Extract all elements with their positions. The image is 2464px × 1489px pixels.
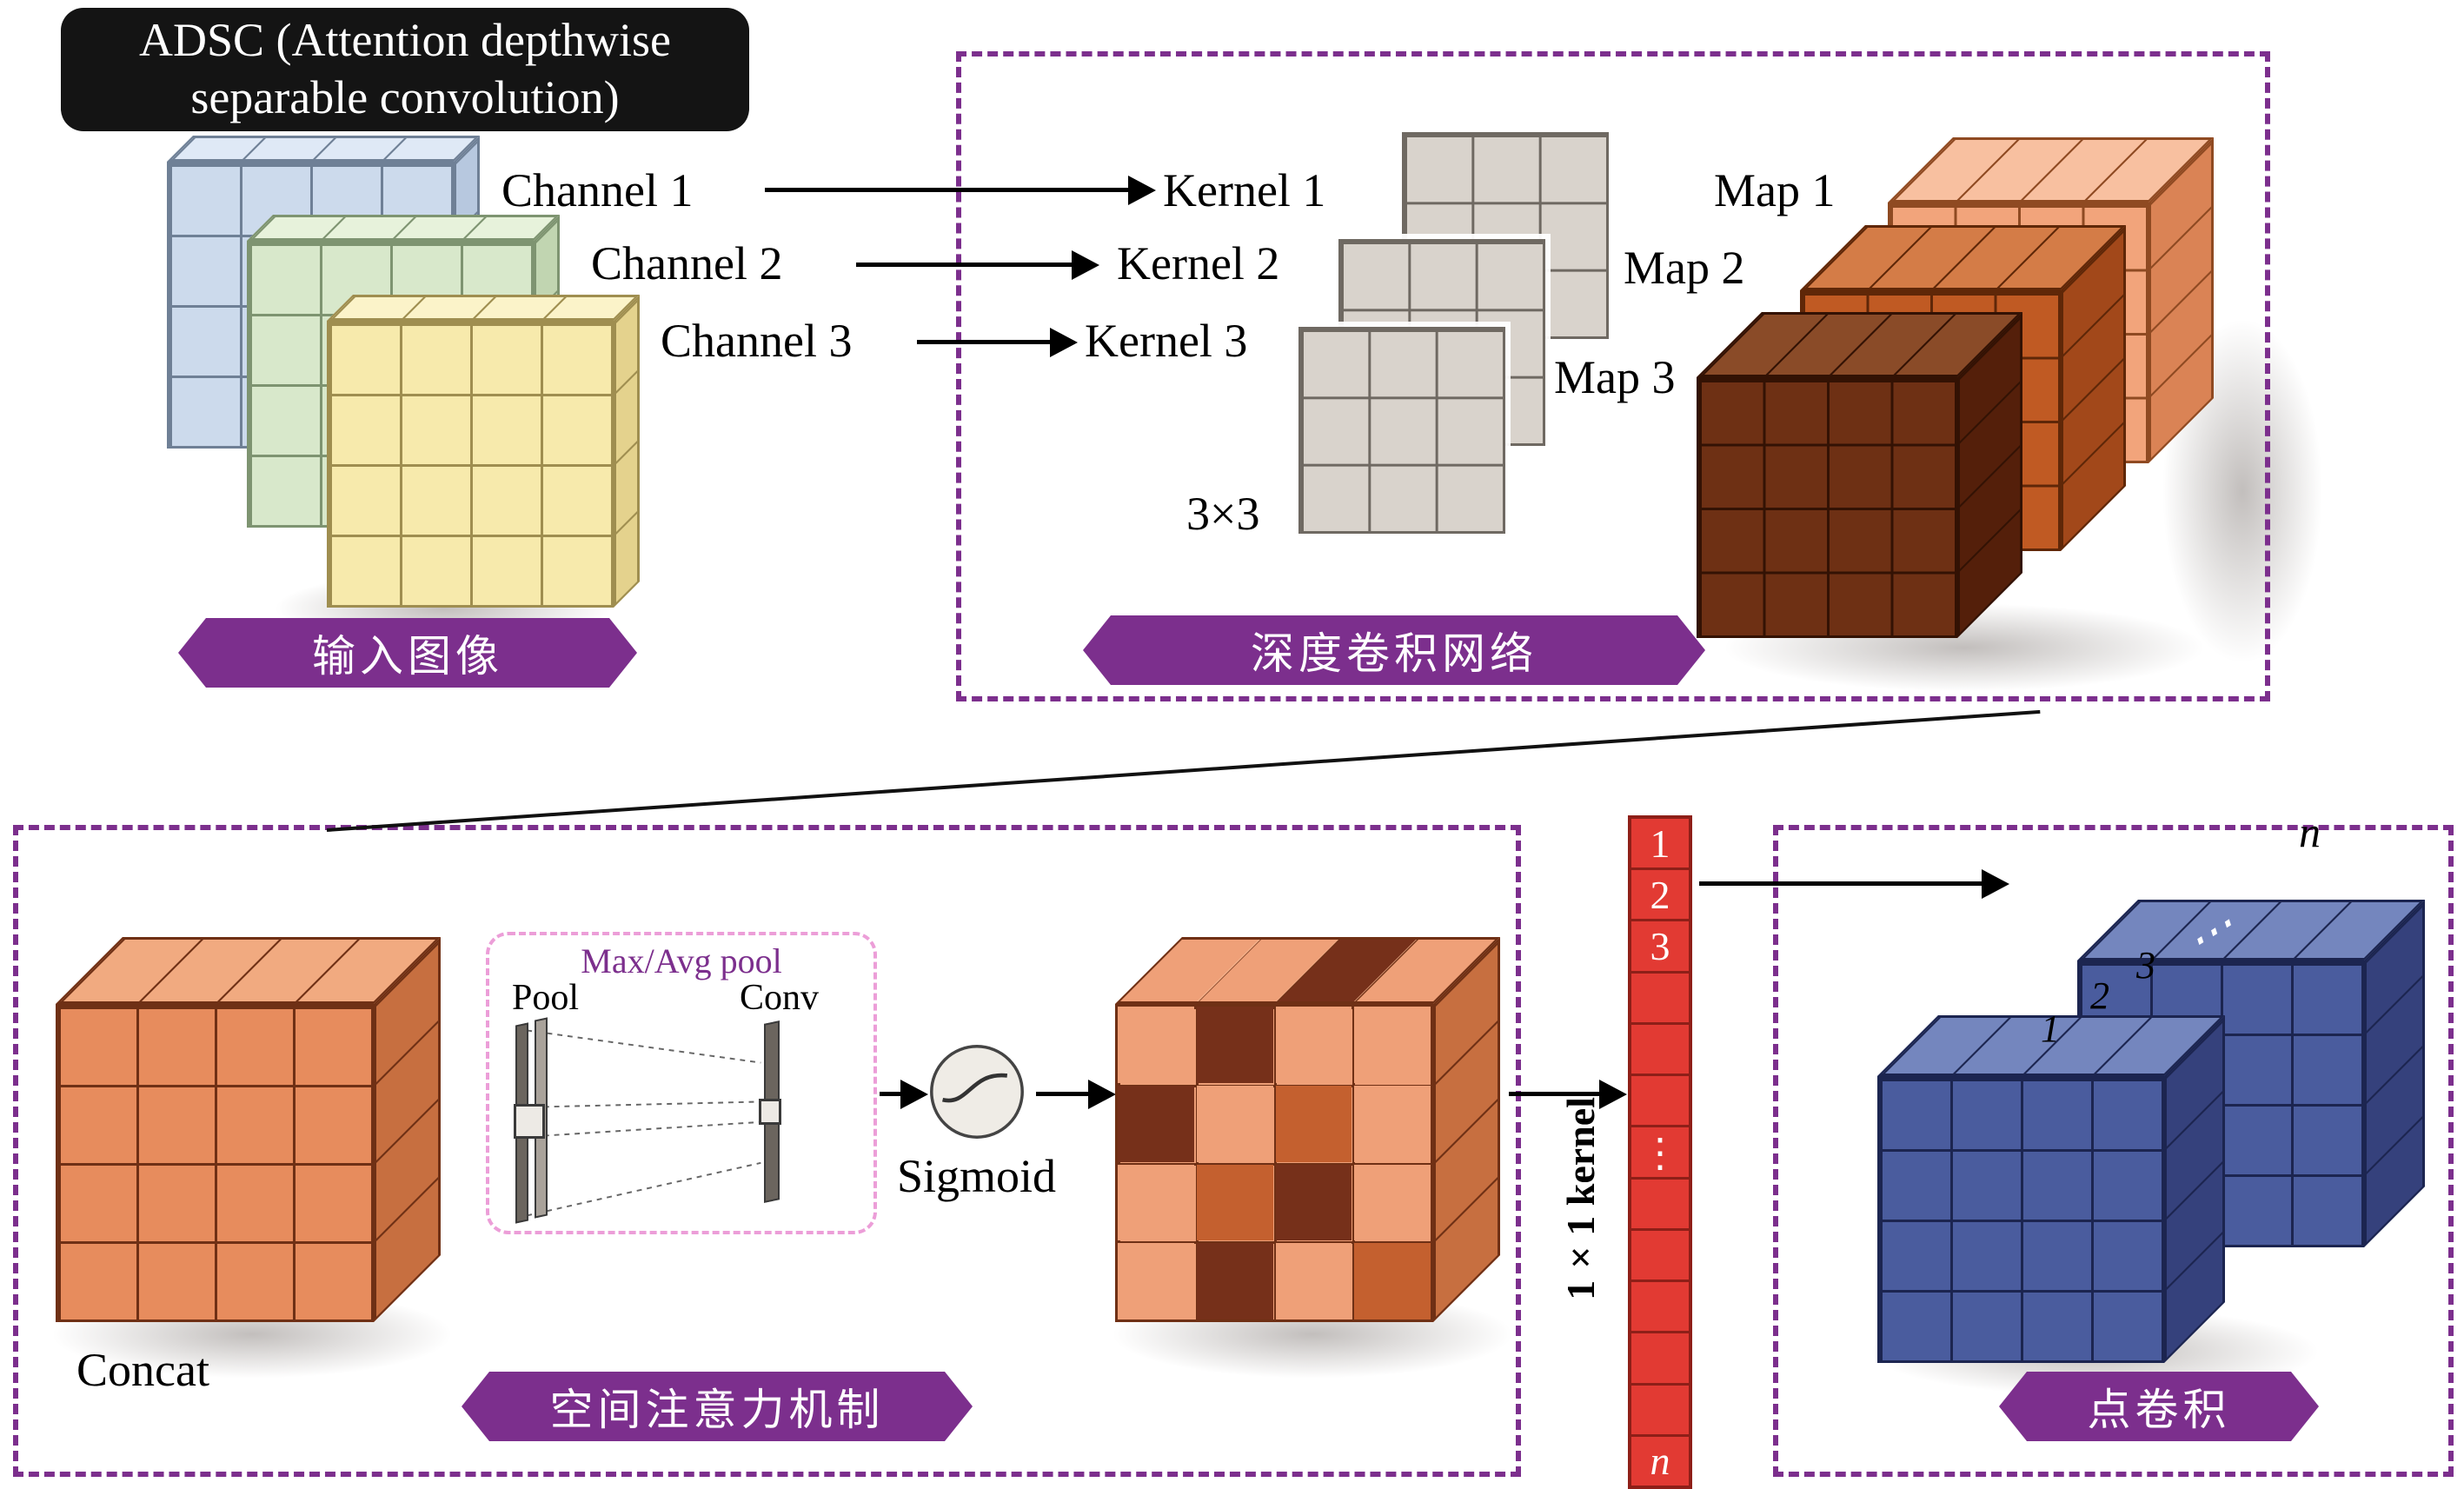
figure-title-line1: ADSC (Attention depthwise xyxy=(139,14,671,67)
pool-window xyxy=(514,1104,545,1139)
spatial-attention-box xyxy=(13,825,1521,1477)
kernel-bar-cell xyxy=(1631,1025,1689,1077)
pointwise-cube-back-side-face xyxy=(2364,900,2425,1247)
conv-window xyxy=(759,1099,781,1125)
attention-to-kernelbar-arrow xyxy=(1509,1092,1599,1096)
channel3-grid xyxy=(327,295,640,608)
kernel-bar-cell: 2 xyxy=(1631,870,1689,922)
concat-cube xyxy=(56,937,441,1322)
concat-cube-side-face xyxy=(374,937,441,1322)
channel3-label: Channel 3 xyxy=(661,315,853,367)
channel1-label: Channel 1 xyxy=(501,164,694,216)
section-connector-line xyxy=(326,709,2041,832)
pointwise-index-3: 3 xyxy=(2136,944,2155,987)
map3-cube xyxy=(1697,312,2022,638)
map3-label: Map 3 xyxy=(1554,351,1676,403)
sigmoid-icon xyxy=(930,1045,1024,1139)
pointwise-conv-banner-label: 点卷积 xyxy=(2087,1386,2231,1434)
pointwise-conv-box xyxy=(1773,825,2454,1477)
pointwise-cube-front-side-face xyxy=(2164,1015,2225,1363)
attention-cube-side-face xyxy=(1433,937,1500,1322)
pool-to-sigmoid-arrow xyxy=(880,1092,900,1096)
input-image-banner-label: 输入图像 xyxy=(312,632,503,681)
max-avg-pool-title: Max/Avg pool xyxy=(581,941,782,980)
depthwise-conv-banner-label: 深度卷积网络 xyxy=(1251,629,1538,678)
max-avg-pool-box: Max/Avg pool Pool Conv xyxy=(486,932,877,1234)
kernel-bar-cell xyxy=(1631,1333,1689,1386)
pool-label: Pool xyxy=(512,978,580,1018)
figure-title-line2: separable convolution) xyxy=(190,71,620,123)
kernel1-label: Kernel 1 xyxy=(1163,164,1326,216)
kernel-bar-cell: ⋮ xyxy=(1631,1127,1689,1180)
kernel-bar-cell: 1 xyxy=(1631,819,1689,871)
kernel-bar-cell xyxy=(1631,1282,1689,1334)
depthwise-conv-banner: 深度卷积网络 xyxy=(1083,615,1705,685)
channel2-grid-top-face xyxy=(247,215,560,241)
figure-title: ADSC (Attention depthwise separable conv… xyxy=(61,8,749,131)
kernel-bar-cell: 3 xyxy=(1631,921,1689,974)
map2-label: Map 2 xyxy=(1624,242,1745,294)
channel3-grid-top-face xyxy=(327,295,640,321)
sigmoid-label: Sigmoid xyxy=(897,1150,1057,1202)
kernel-bar-cell: n xyxy=(1650,1439,1670,1484)
pointwise-index-1: 1 xyxy=(2041,1007,2060,1050)
channel1-grid-top-face xyxy=(167,136,480,162)
kernel3-label: Kernel 3 xyxy=(1085,315,1248,367)
input-image-banner: 输入图像 xyxy=(178,618,637,688)
pointwise-cube-front xyxy=(1877,1015,2225,1363)
concat-label: Concat xyxy=(76,1344,209,1396)
pointwise-cube-front-front-face xyxy=(1877,1076,2164,1363)
kernel-bar-cell xyxy=(1631,1386,1689,1437)
pointwise-conv-banner: 点卷积 xyxy=(1999,1372,2319,1441)
spatial-attention-banner-label: 空间注意力机制 xyxy=(549,1386,885,1434)
attention-feature-cube xyxy=(1115,937,1500,1322)
channel1-to-kernel1-arrow xyxy=(765,188,1128,192)
map1-label: Map 1 xyxy=(1714,164,1836,216)
kernel2-label: Kernel 2 xyxy=(1117,237,1280,289)
kernelbar-to-pointwise-arrow xyxy=(1699,881,1982,886)
kernel-bar-cell xyxy=(1631,1076,1689,1128)
one-by-one-kernel-label: 1×1 kernel xyxy=(1558,1097,1603,1300)
pool-projection-lines xyxy=(527,1029,761,1217)
sigmoid-to-attention-arrow xyxy=(1036,1092,1088,1096)
kernel-size-label: 3×3 xyxy=(1186,488,1260,540)
kernel-bar-cell xyxy=(1631,1231,1689,1283)
channel2-label: Channel 2 xyxy=(591,237,783,289)
channel2-to-kernel2-arrow xyxy=(856,263,1072,267)
spatial-attention-banner: 空间注意力机制 xyxy=(462,1372,973,1441)
map3-cube-front-face xyxy=(1697,377,1957,638)
channel3-to-kernel3-arrow xyxy=(917,340,1050,344)
kernel-grid-front xyxy=(1298,327,1505,534)
kernel-bar-cell xyxy=(1631,1180,1689,1231)
pointwise-index-n: n xyxy=(2299,808,2321,856)
kernel-bar-cell xyxy=(1631,974,1689,1025)
channel3-grid-front-face xyxy=(327,321,614,608)
pointwise-index-2: 2 xyxy=(2090,974,2109,1017)
channel3-grid-side-face xyxy=(614,295,640,608)
concat-cube-front-face xyxy=(56,1004,374,1322)
attention-cube-front-face xyxy=(1115,1004,1433,1322)
conv-label: Conv xyxy=(740,978,820,1018)
depthwise-conv-box xyxy=(956,51,2270,701)
one-by-one-kernel-bar: 1 2 3 ⋮ n xyxy=(1628,815,1692,1489)
